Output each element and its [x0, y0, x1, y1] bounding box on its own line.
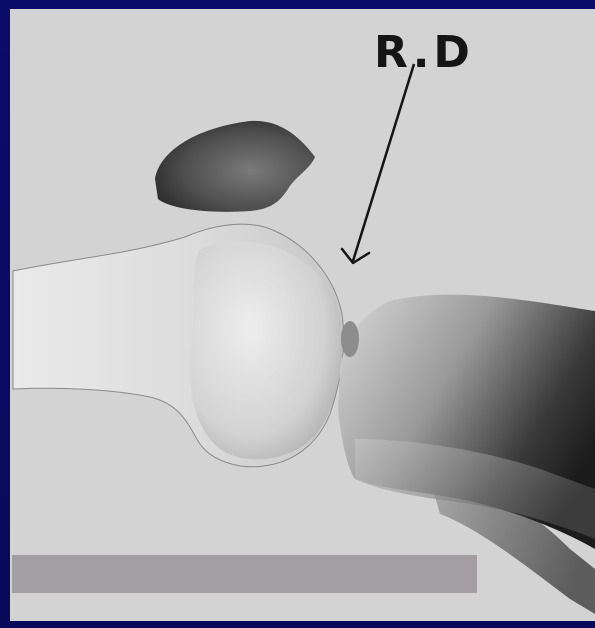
patella-shape: [155, 121, 315, 212]
intercondylar-nub: [341, 321, 359, 357]
bone-illustration: [10, 9, 595, 621]
annotation-label: R.D: [374, 27, 474, 78]
knee-bone-figure: R.D: [10, 9, 595, 621]
annotation-arrow-line: [353, 64, 414, 261]
scale-bar: [12, 555, 477, 593]
